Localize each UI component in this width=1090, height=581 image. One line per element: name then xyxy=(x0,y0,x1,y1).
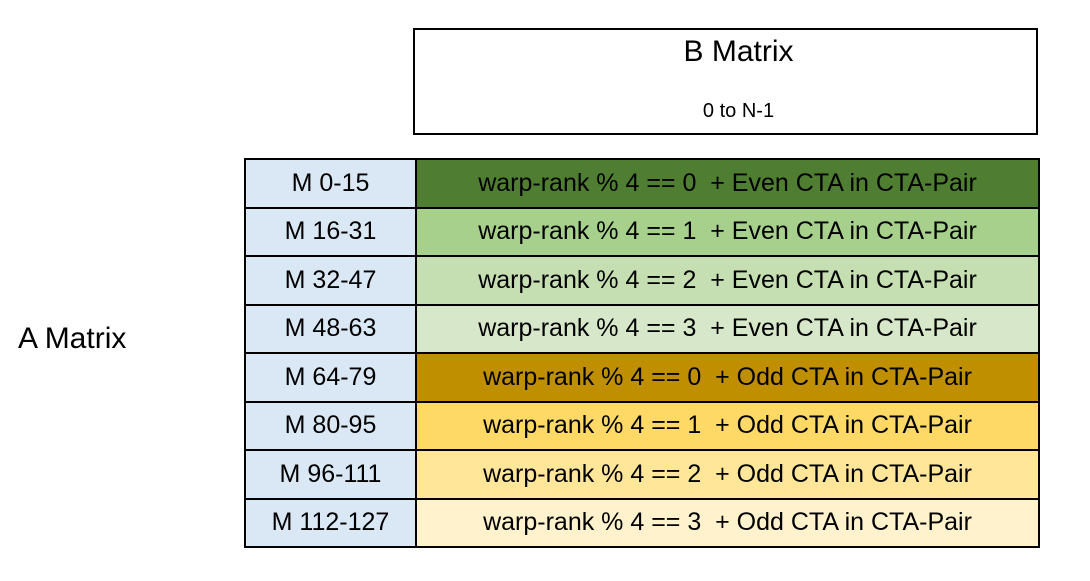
table-row: M 80-95 warp-rank % 4 == 1 + Odd CTA in … xyxy=(244,400,1040,451)
m-range-cell: M 0-15 xyxy=(244,158,417,209)
b-matrix-range-label: 0 to N-1 xyxy=(702,100,775,122)
mapping-cell: warp-rank % 4 == 3 + Odd CTA in CTA-Pair xyxy=(415,497,1040,548)
m-range-cell: M 48-63 xyxy=(244,303,417,354)
mapping-cell: warp-rank % 4 == 3 + Even CTA in CTA-Pai… xyxy=(415,303,1040,354)
mapping-cell: warp-rank % 4 == 2 + Even CTA in CTA-Pai… xyxy=(415,255,1040,306)
table-row: M 64-79 warp-rank % 4 == 0 + Odd CTA in … xyxy=(244,352,1040,403)
table-row: M 112-127 warp-rank % 4 == 3 + Odd CTA i… xyxy=(244,497,1040,548)
mapping-cell: warp-rank % 4 == 0 + Even CTA in CTA-Pai… xyxy=(415,158,1040,209)
b-matrix-box: B Matrix 0 to N-1 xyxy=(413,28,1038,135)
table-row: M 32-47 warp-rank % 4 == 2 + Even CTA in… xyxy=(244,255,1040,306)
mapping-cell: warp-rank % 4 == 1 + Odd CTA in CTA-Pair xyxy=(415,400,1040,451)
table-row: M 16-31 warp-rank % 4 == 1 + Even CTA in… xyxy=(244,206,1040,257)
mapping-cell: warp-rank % 4 == 1 + Even CTA in CTA-Pai… xyxy=(415,206,1040,257)
m-range-cell: M 64-79 xyxy=(244,352,417,403)
mapping-cell: warp-rank % 4 == 2 + Odd CTA in CTA-Pair xyxy=(415,449,1040,500)
mapping-cell: warp-rank % 4 == 0 + Odd CTA in CTA-Pair xyxy=(415,352,1040,403)
m-range-cell: M 16-31 xyxy=(244,206,417,257)
m-range-cell: M 112-127 xyxy=(244,497,417,548)
table-row: M 96-111 warp-rank % 4 == 2 + Odd CTA in… xyxy=(244,449,1040,500)
warp-mapping-table: M 0-15 warp-rank % 4 == 0 + Even CTA in … xyxy=(244,158,1040,548)
m-range-cell: M 32-47 xyxy=(244,255,417,306)
a-matrix-label: A Matrix xyxy=(18,322,127,355)
m-range-cell: M 96-111 xyxy=(244,449,417,500)
table-row: M 0-15 warp-rank % 4 == 0 + Even CTA in … xyxy=(244,158,1040,209)
table-row: M 48-63 warp-rank % 4 == 3 + Even CTA in… xyxy=(244,303,1040,354)
m-range-cell: M 80-95 xyxy=(244,400,417,451)
b-matrix-title: B Matrix xyxy=(683,35,794,68)
